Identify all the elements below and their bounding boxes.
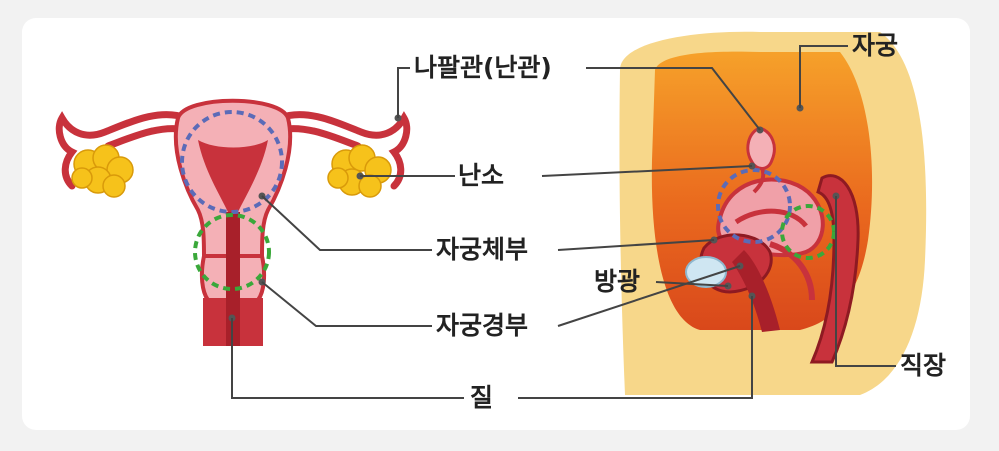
- cervix-highlight-circle: [193, 213, 271, 291]
- leader-ovary-right: [541, 165, 753, 177]
- leader-fallopian-right: [586, 67, 761, 131]
- leader-fallopian-left: [397, 67, 410, 118]
- label-uterine-body: 자궁체부: [436, 235, 529, 264]
- leader-vagina-right: [518, 296, 753, 399]
- label-ovary: 난소: [458, 161, 505, 190]
- leader-uterine-body-left: [261, 195, 432, 251]
- label-bladder: 방광: [594, 267, 641, 296]
- leader-cervix-right: [557, 265, 741, 327]
- label-cervix: 자궁경부: [436, 311, 529, 340]
- uterine-cavity: [198, 140, 268, 212]
- uterine-body-side-highlight-circle: [716, 168, 792, 244]
- leader-bladder: [655, 281, 729, 287]
- leader-lines: [231, 45, 896, 399]
- leader-uterus: [799, 45, 848, 108]
- front-view-uterus: [55, 98, 411, 346]
- vagina-side: [732, 250, 780, 332]
- side-view-pelvis: [619, 31, 927, 395]
- leader-uterine-body-right: [557, 239, 715, 251]
- label-fallopian-tube: 나팔관(난관): [414, 53, 552, 82]
- label-vagina: 질: [470, 383, 494, 412]
- label-uterus: 자궁: [852, 31, 899, 60]
- cervix-side-highlight-circle: [780, 204, 836, 260]
- leader-rectum: [835, 196, 896, 367]
- uterine-body-highlight-circle: [180, 110, 284, 214]
- leader-vagina-left: [231, 318, 464, 399]
- label-rectum: 직장: [900, 351, 947, 380]
- right-ovary: [327, 144, 392, 198]
- leader-cervix-left: [261, 281, 432, 327]
- left-ovary: [71, 144, 134, 198]
- fallopian-tube-side: [746, 126, 776, 170]
